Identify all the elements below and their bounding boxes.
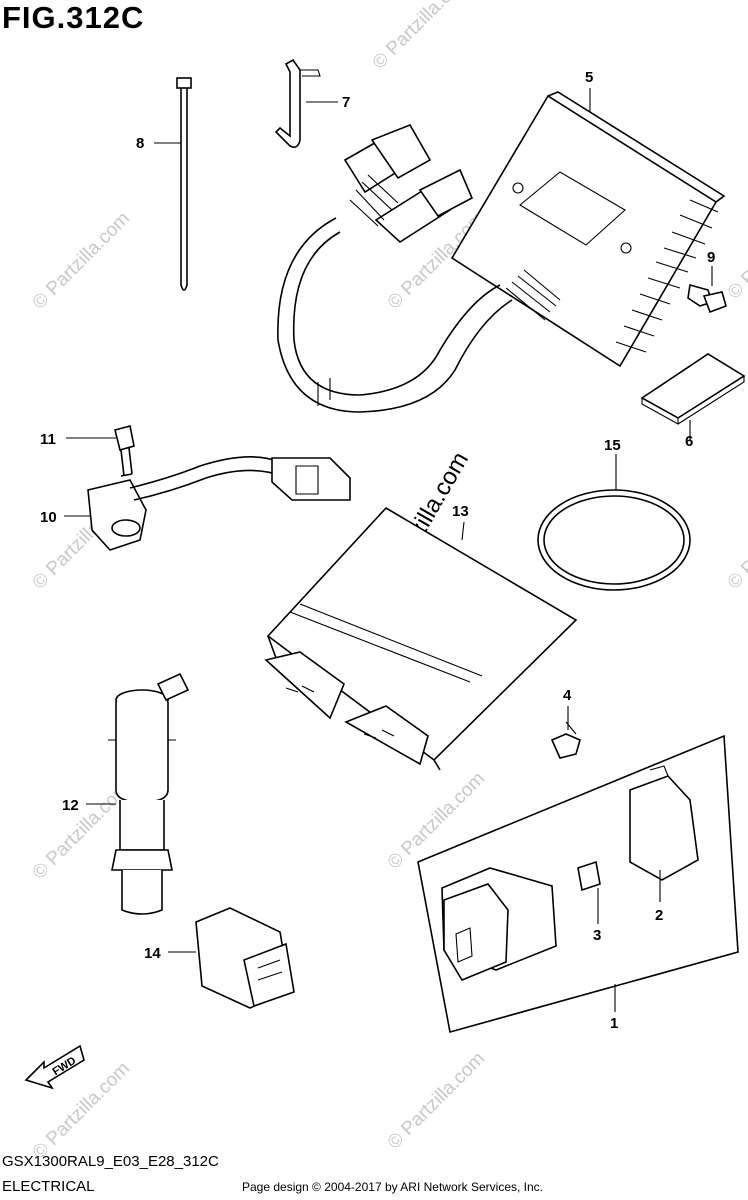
watermark-text: © Partzilla.com <box>369 0 474 74</box>
watermark-text: © Partzilla.com <box>384 1048 489 1153</box>
figure-title: FIG.312C <box>2 0 145 35</box>
leader-lines <box>64 88 713 1012</box>
part-12-ignition-coil <box>108 672 190 915</box>
callout-11: 11 <box>40 431 56 448</box>
part-15-o-ring <box>537 489 691 591</box>
callout-10: 10 <box>40 509 57 526</box>
callout-4: 4 <box>563 687 572 704</box>
part-10-sensor <box>87 456 351 551</box>
callout-12: 12 <box>62 797 79 814</box>
callout-2: 2 <box>655 907 663 924</box>
watermark-text: © Partzilla.com <box>29 208 134 313</box>
part-6-pad <box>640 353 746 425</box>
part-1-assembly <box>417 734 739 1034</box>
figure-code: GSX1300RAL9_E03_E28_312C <box>2 1153 219 1170</box>
copyright-notice: Page design © 2004-2017 by ARI Network S… <box>242 1180 544 1194</box>
callout-15: 15 <box>604 437 621 454</box>
part-9-bolt <box>687 283 727 314</box>
callout-9: 9 <box>707 249 715 266</box>
callout-8: 8 <box>136 135 144 152</box>
callout-5: 5 <box>585 69 593 86</box>
callout-13: 13 <box>452 503 469 520</box>
callout-6: 6 <box>685 433 693 450</box>
callout-1: 1 <box>610 1015 618 1032</box>
fwd-arrow-icon: FWD <box>24 1044 85 1090</box>
callout-3: 3 <box>593 927 601 944</box>
watermark-text: © Partzilla.com <box>384 768 489 873</box>
watermark-text: © Partzilla.com <box>724 488 748 593</box>
callout-14: 14 <box>144 945 161 962</box>
callout-7: 7 <box>342 94 350 111</box>
part-14-connector <box>195 907 295 1009</box>
part-11-bolt <box>114 425 135 477</box>
part-4-bolt <box>550 721 581 759</box>
figure-section: ELECTRICAL <box>2 1178 95 1195</box>
part-5-regulator <box>277 91 726 413</box>
watermark-text: © Partzilla.com <box>724 198 748 303</box>
part-8-cable-tie <box>176 77 192 291</box>
callout-labels: 8 7 5 9 6 11 15 10 13 4 12 2 3 14 1 <box>40 69 715 1032</box>
part-7-clamp <box>274 58 321 148</box>
part-13-ecm <box>264 506 578 771</box>
